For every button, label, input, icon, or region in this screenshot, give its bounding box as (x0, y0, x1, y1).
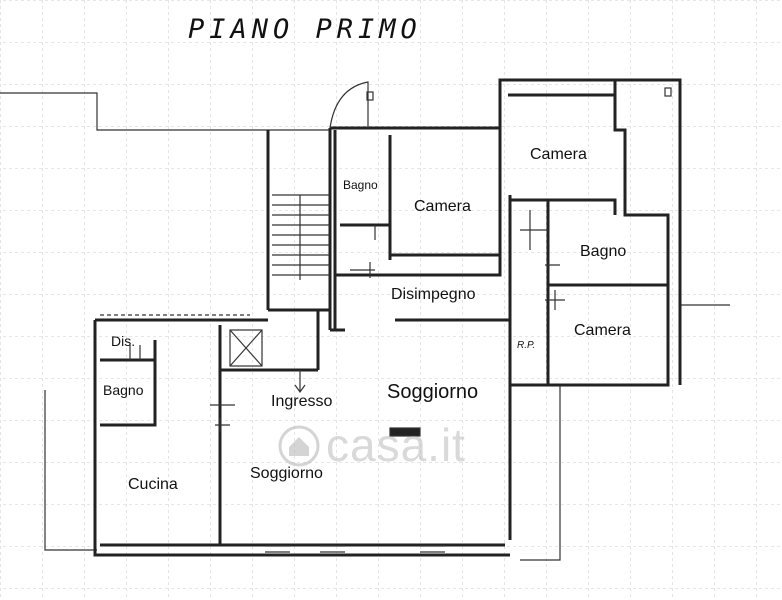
room-label-soggiorno-large: Soggiorno (387, 381, 479, 403)
room-label-camera-right-top: Camera (530, 146, 587, 163)
room-label-camera-right-bottom: Camera (574, 322, 631, 339)
walls (93, 78, 682, 557)
room-label-bagno-right: Bagno (580, 243, 627, 260)
watermark: casa.it (326, 419, 466, 471)
room-label-disimpegno: Disimpegno (391, 286, 476, 303)
room-label-bagno-top: Bagno (343, 178, 378, 192)
room-label-rp: R.P. (517, 340, 536, 351)
room-label-cucina: Cucina (128, 476, 178, 493)
page-title: PIANO PRIMO (188, 14, 422, 45)
room-label-ingresso: Ingresso (271, 393, 333, 410)
room-label-dis: Dis. (111, 333, 136, 349)
room-label-camera-top: Camera (414, 198, 471, 215)
site-lines (0, 92, 730, 561)
details (100, 81, 672, 553)
house-logo-icon (278, 425, 320, 467)
room-label-soggiorno: Soggiorno (250, 465, 323, 482)
room-label-bagno-left: Bagno (103, 382, 144, 398)
